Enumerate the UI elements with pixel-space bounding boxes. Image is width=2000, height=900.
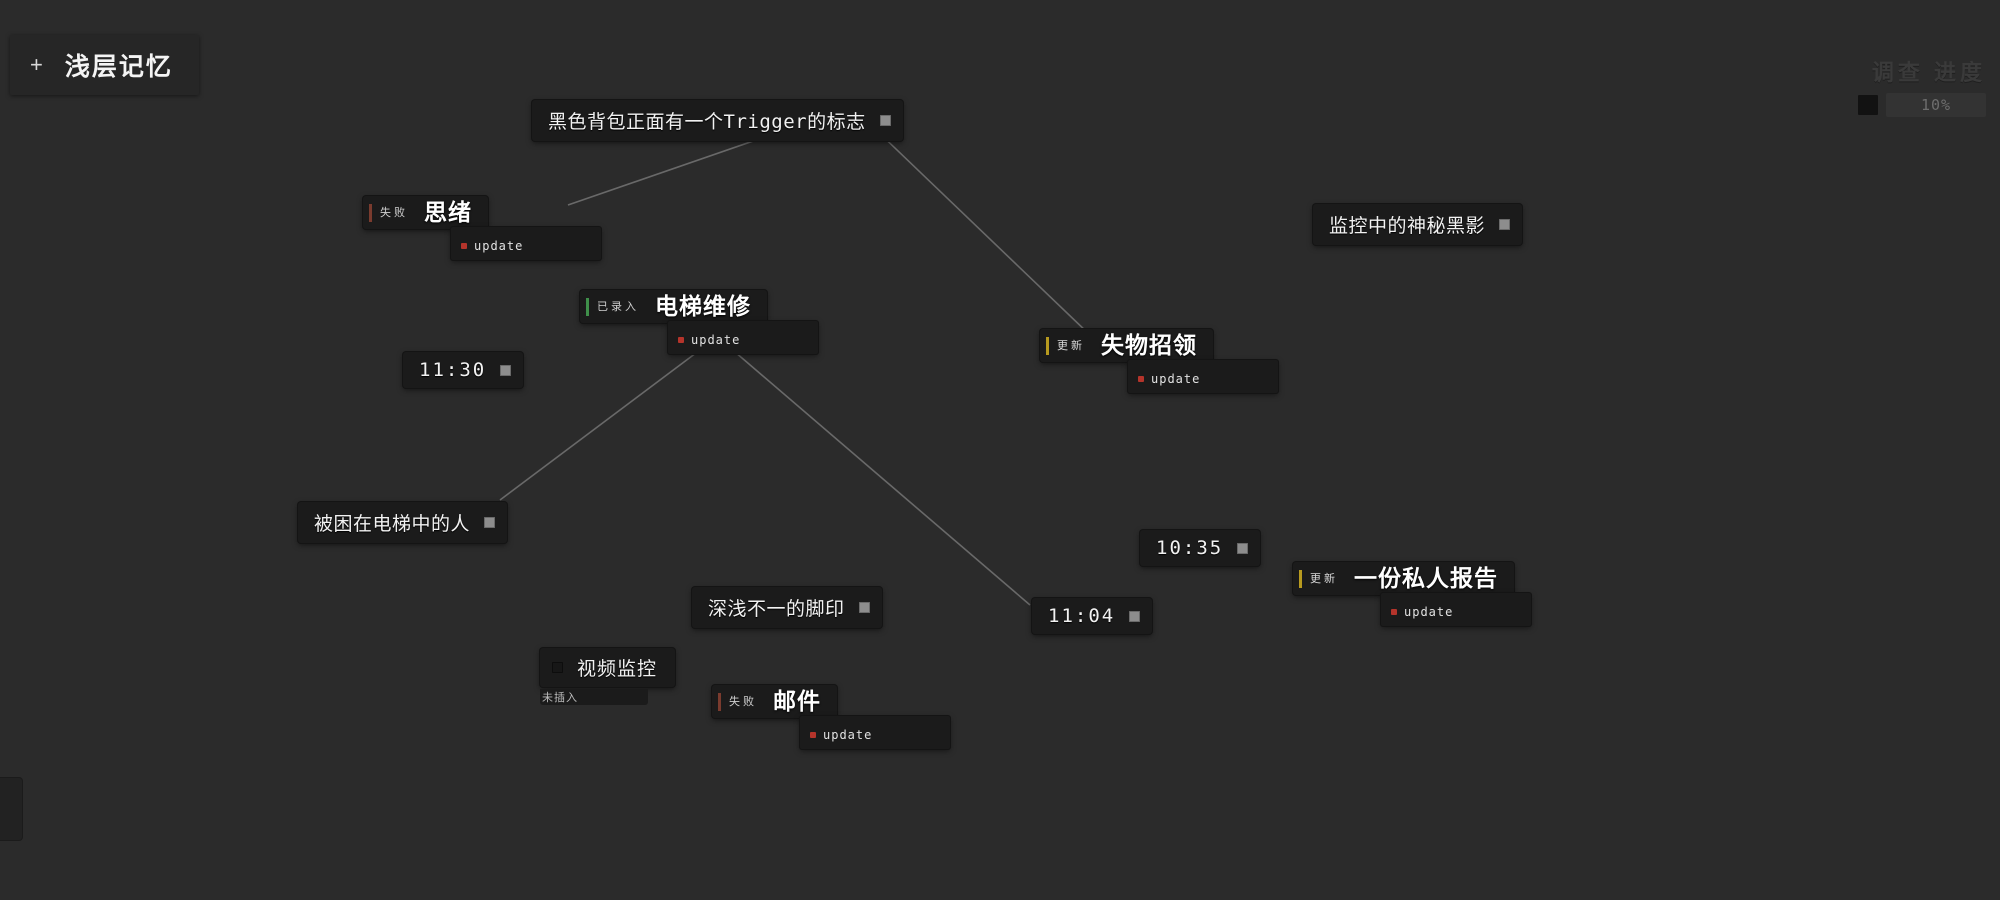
task-card-head[interactable]: 已录入 电梯维修 bbox=[580, 290, 767, 324]
clue-label: 11:04 bbox=[1048, 605, 1116, 627]
clue-pill[interactable]: 黑色背包正面有一个Trigger的标志 bbox=[532, 100, 903, 141]
task-update-row[interactable]: update bbox=[810, 728, 938, 742]
corner-stub bbox=[0, 778, 22, 840]
update-dot-icon bbox=[678, 337, 684, 344]
update-label: update bbox=[691, 333, 741, 348]
status-badge: 已录入 bbox=[586, 297, 645, 316]
clue-node-time-1104[interactable]: 11:04 bbox=[1032, 598, 1153, 634]
task-update-row[interactable]: update bbox=[461, 239, 589, 253]
task-card-head[interactable]: 更新 一份私人报告 bbox=[1293, 562, 1514, 596]
square-button-icon[interactable] bbox=[879, 115, 891, 126]
update-label: update bbox=[1404, 605, 1454, 620]
clue-label: 11:30 bbox=[419, 359, 487, 381]
clue-node-shadow-on-camera[interactable]: 监控中的神秘黑影 bbox=[1313, 204, 1523, 245]
update-dot-icon bbox=[810, 732, 816, 739]
task-card-head[interactable]: 失败 思绪 bbox=[363, 196, 488, 230]
task-update-row[interactable]: update bbox=[1391, 605, 1519, 619]
square-icon bbox=[552, 662, 563, 673]
progress-row: 10% bbox=[1858, 93, 1986, 117]
clue-node-trapped-in-elevator[interactable]: 被困在电梯中的人 bbox=[298, 502, 508, 543]
square-button-icon[interactable] bbox=[484, 517, 496, 528]
task-card-elevator-repair[interactable]: 已录入 电梯维修 update bbox=[580, 290, 818, 355]
progress-track: 10% bbox=[1886, 93, 1986, 117]
update-dot-icon bbox=[1138, 376, 1144, 383]
progress-marker-icon bbox=[1858, 95, 1878, 115]
clue-pill[interactable]: 被困在电梯中的人 bbox=[298, 502, 508, 543]
task-card-thoughts[interactable]: 失败 思绪 update bbox=[363, 196, 601, 261]
task-card-body: update bbox=[451, 227, 601, 261]
task-card-body: update bbox=[668, 321, 818, 355]
update-dot-icon bbox=[461, 243, 467, 250]
clue-pill[interactable]: 监控中的神秘黑影 bbox=[1313, 204, 1523, 245]
task-update-row[interactable]: update bbox=[1138, 372, 1266, 386]
clue-node-time-1035[interactable]: 10:35 bbox=[1140, 530, 1261, 566]
task-title: 一份私人报告 bbox=[1354, 565, 1498, 591]
task-title: 电梯维修 bbox=[655, 293, 751, 319]
progress-value: 10% bbox=[1920, 96, 1952, 114]
square-button-icon[interactable] bbox=[500, 364, 512, 376]
update-dot-icon bbox=[1391, 609, 1397, 616]
clue-pill[interactable]: 10:35 bbox=[1140, 530, 1261, 566]
clue-node-backpack-trigger[interactable]: 黑色背包正面有一个Trigger的标志 bbox=[532, 100, 903, 141]
square-button-icon[interactable] bbox=[1129, 610, 1141, 622]
clue-node-footprints[interactable]: 深浅不一的脚印 bbox=[692, 587, 882, 628]
update-label: update bbox=[823, 728, 873, 743]
clue-node-time-1130[interactable]: 11:30 bbox=[403, 352, 524, 388]
plus-icon[interactable]: + bbox=[30, 52, 43, 77]
status-badge: 失败 bbox=[718, 692, 763, 711]
task-title: 思绪 bbox=[424, 199, 472, 225]
status-badge: 失败 bbox=[369, 203, 414, 222]
device-head[interactable]: 视频监控 bbox=[540, 648, 676, 687]
connection-line bbox=[871, 125, 1091, 336]
status-badge: 更新 bbox=[1299, 569, 1344, 588]
progress-title: 调查 进度 bbox=[1871, 60, 1986, 85]
device-status: 未插入 bbox=[540, 689, 648, 705]
task-card-body: update bbox=[800, 716, 950, 750]
connection-line bbox=[499, 349, 701, 501]
connection-line bbox=[734, 351, 1031, 606]
square-button-icon[interactable] bbox=[858, 602, 870, 613]
shallow-memory-header[interactable]: + 浅层记忆 bbox=[10, 35, 199, 95]
clue-label: 监控中的神秘黑影 bbox=[1329, 215, 1486, 237]
task-card-head[interactable]: 失败 邮件 bbox=[712, 685, 837, 719]
task-card-body: update bbox=[1381, 593, 1531, 627]
update-label: update bbox=[1151, 372, 1201, 387]
square-button-icon[interactable] bbox=[1237, 542, 1249, 554]
task-title: 邮件 bbox=[773, 688, 821, 714]
clue-label: 被困在电梯中的人 bbox=[314, 513, 471, 535]
investigation-progress: 调查 进度 10% bbox=[1858, 55, 1986, 117]
task-card-lost-and-found[interactable]: 更新 失物招领 update bbox=[1040, 329, 1278, 394]
task-update-row[interactable]: update bbox=[678, 333, 806, 347]
status-badge: 更新 bbox=[1046, 336, 1091, 355]
task-card-body: update bbox=[1128, 360, 1278, 394]
device-title: 视频监控 bbox=[577, 659, 658, 680]
header-title: 浅层记忆 bbox=[64, 53, 173, 81]
square-button-icon[interactable] bbox=[1499, 219, 1511, 230]
task-card-private-report[interactable]: 更新 一份私人报告 update bbox=[1293, 562, 1531, 627]
clue-label: 深浅不一的脚印 bbox=[708, 598, 845, 620]
clue-pill[interactable]: 11:30 bbox=[403, 352, 524, 388]
update-label: update bbox=[474, 239, 524, 254]
clue-pill[interactable]: 深浅不一的脚印 bbox=[692, 587, 882, 628]
task-card-head[interactable]: 更新 失物招领 bbox=[1040, 329, 1213, 363]
task-card-mail[interactable]: 失败 邮件 update bbox=[712, 685, 950, 750]
clue-label: 10:35 bbox=[1156, 537, 1224, 559]
device-node-video-surveillance[interactable]: 视频监控 未插入 bbox=[540, 648, 676, 705]
clue-pill[interactable]: 11:04 bbox=[1032, 598, 1153, 634]
clue-label: 黑色背包正面有一个Trigger的标志 bbox=[548, 111, 866, 133]
task-title: 失物招领 bbox=[1101, 332, 1197, 358]
connection-line bbox=[567, 129, 786, 206]
